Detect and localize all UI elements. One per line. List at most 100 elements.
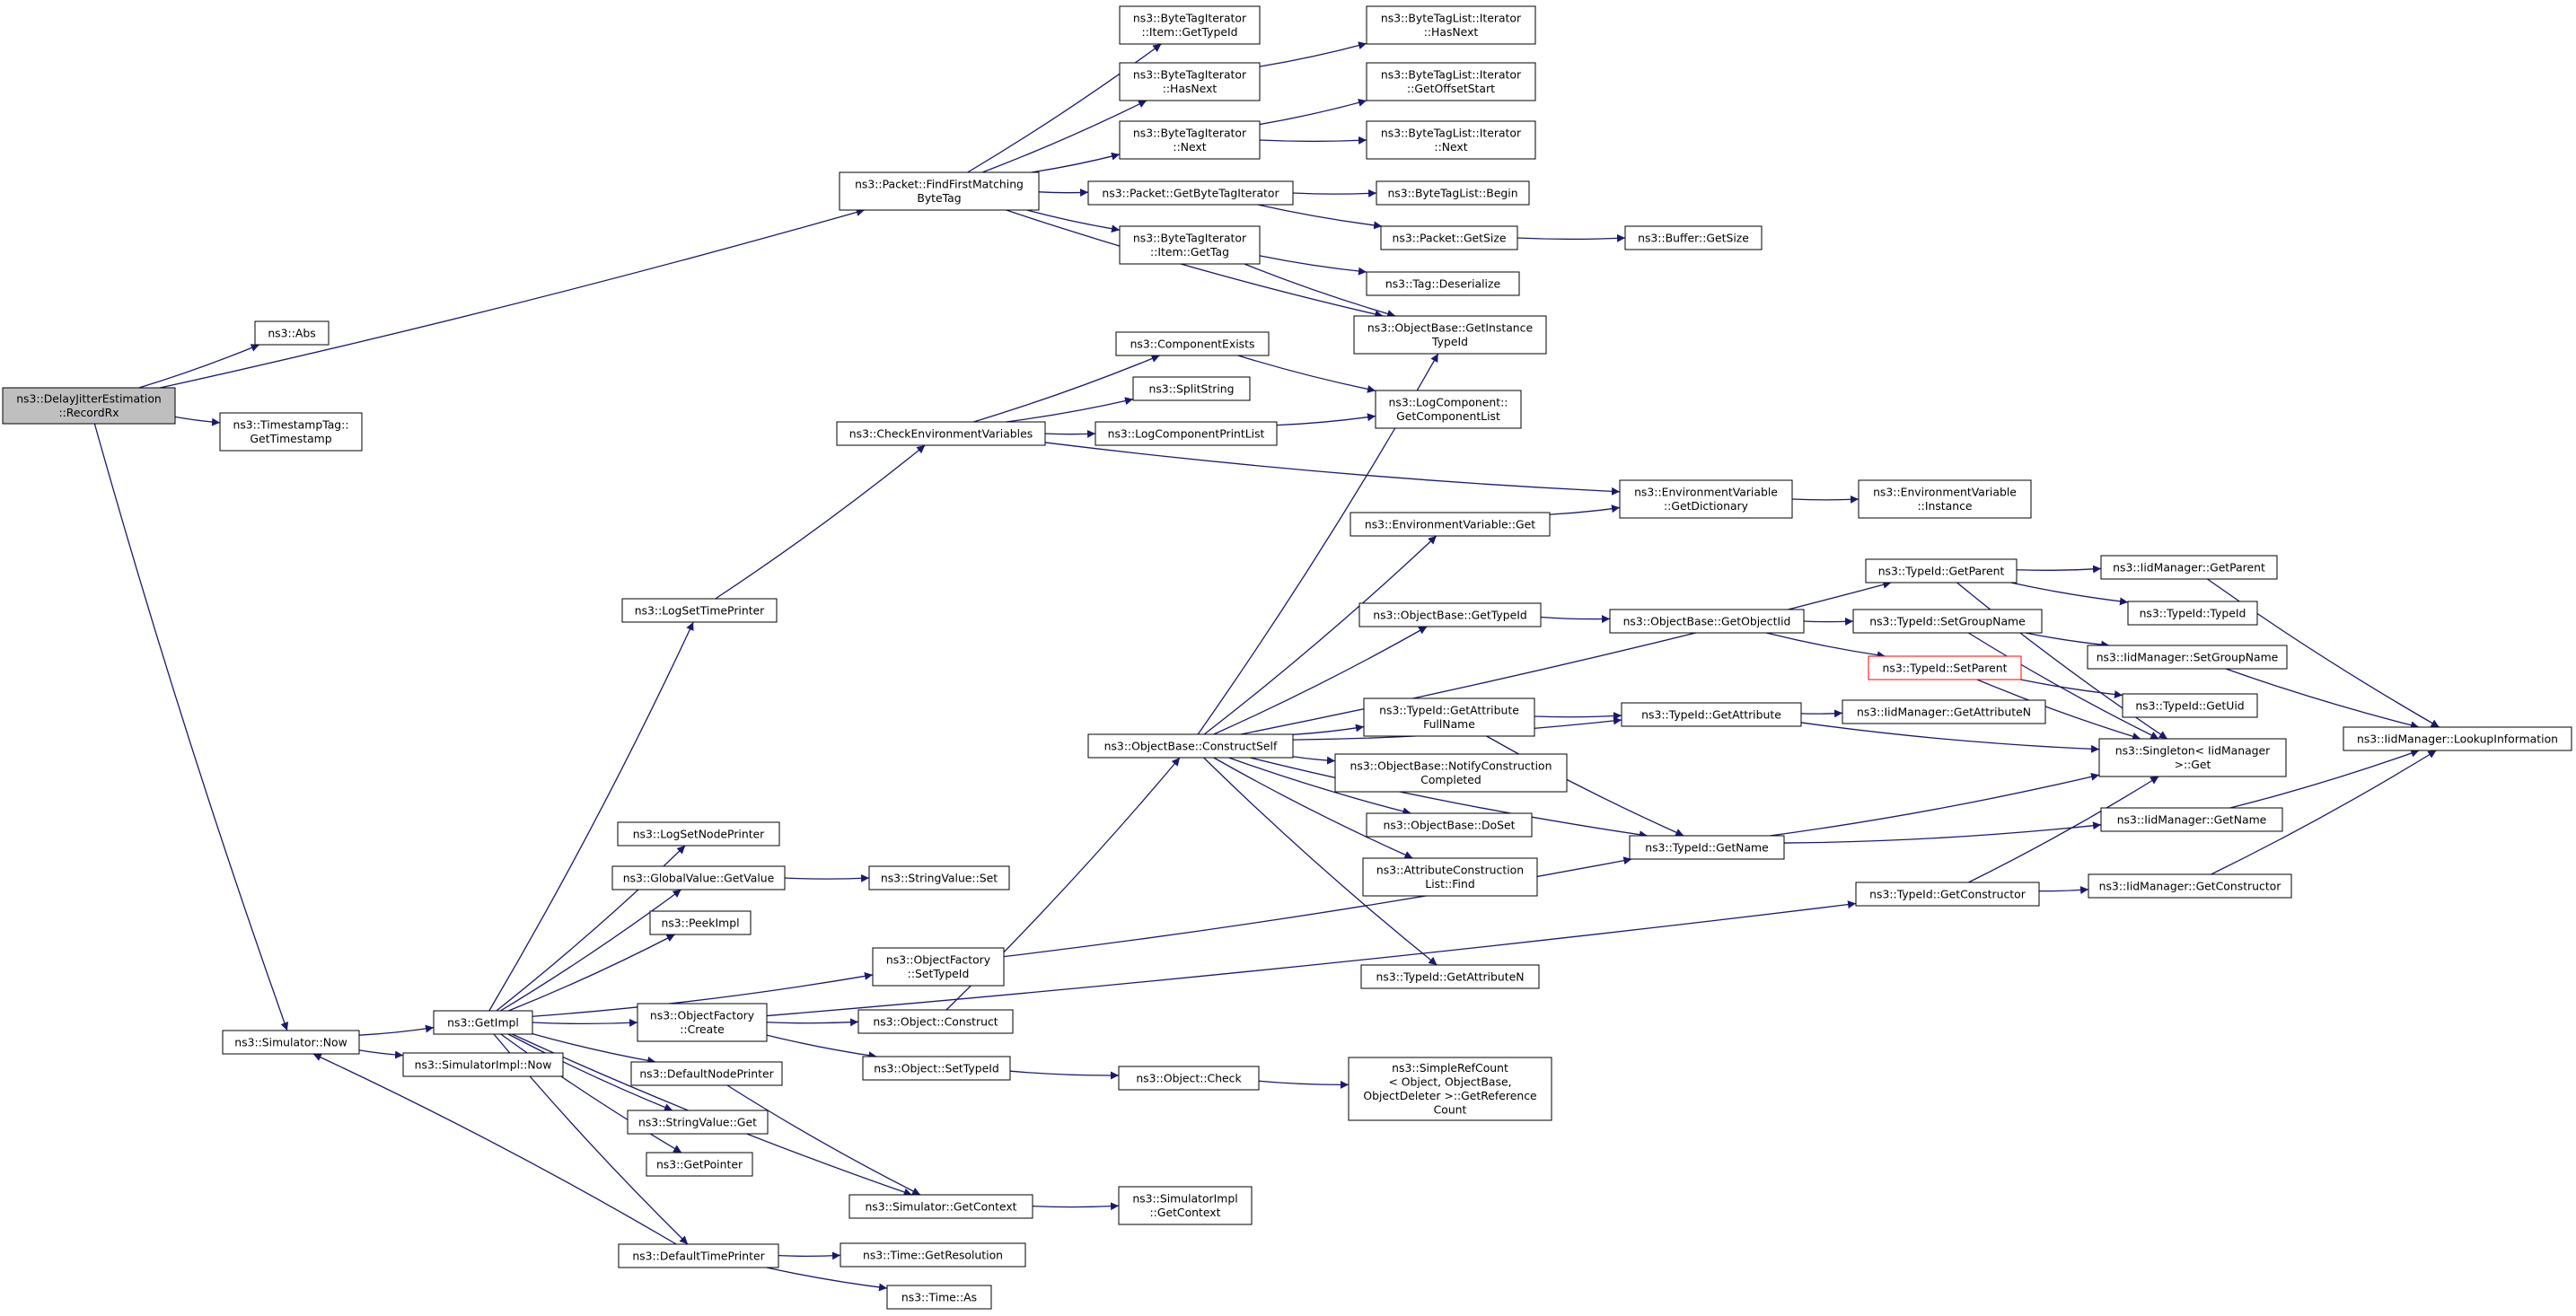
node-tid_getParent[interactable]: ns3::TypeId::GetParent [1865, 558, 2018, 583]
node-box [1095, 421, 1278, 446]
node-logSetNode[interactable]: ns3::LogSetNodePrinter [617, 821, 780, 847]
node-bti_getTag[interactable]: ns3::ByteTagIterator::Item::GetTag [1119, 225, 1261, 265]
node-btl_next[interactable]: ns3::ByteTagList::Iterator::Next [1366, 120, 1536, 160]
node-simImpl_getContext[interactable]: ns3::SimulatorImpl::GetContext [1118, 1186, 1253, 1225]
node-buf_getSize[interactable]: ns3::Buffer::GetSize [1624, 225, 1763, 250]
node-envGet[interactable]: ns3::EnvironmentVariable::Get [1350, 512, 1551, 537]
node-iid_getCtor[interactable]: ns3::IidManager::GetConstructor [2088, 873, 2292, 899]
node-logPrintList[interactable]: ns3::LogComponentPrintList [1095, 421, 1278, 446]
node-box [1132, 376, 1251, 401]
edge-ob_construct-to-ob_getTypeId [1213, 626, 1428, 735]
node-ob_getObjectIid[interactable]: ns3::ObjectBase::GetObjectIid [1609, 609, 1805, 634]
node-simpleRef[interactable]: ns3::SimpleRefCount< Object, ObjectBase,… [1348, 1057, 1552, 1121]
node-simImplNow[interactable]: ns3::SimulatorImpl::Now [402, 1052, 564, 1077]
node-getPointer[interactable]: ns3::GetPointer [646, 1152, 753, 1177]
node-now[interactable]: ns3::Simulator::Now [222, 1030, 360, 1055]
node-pkt_getSize[interactable]: ns3::Packet::GetSize [1380, 225, 1518, 250]
node-envGetDict[interactable]: ns3::EnvironmentVariable::GetDictionary [1619, 479, 1793, 519]
node-abs[interactable]: ns3::Abs [254, 320, 330, 346]
node-tsget[interactable]: ns3::TimestampTag::GetTimestamp [219, 412, 363, 452]
node-iid_setGroup[interactable]: ns3::IidManager::SetGroupName [2087, 645, 2288, 670]
node-box [1118, 1066, 1260, 1091]
node-label: ns3::TypeId::GetParent [1878, 564, 2005, 577]
node-tid_getUid[interactable]: ns3::TypeId::GetUid [2122, 693, 2258, 718]
node-bti_hasNext[interactable]: ns3::ByteTagIterator::HasNext [1119, 62, 1261, 101]
node-box [2127, 601, 2258, 626]
node-tid_getAttrN[interactable]: ns3::TypeId::GetAttributeN [1360, 964, 1540, 989]
node-tid_getCtor[interactable]: ns3::TypeId::GetConstructor [1855, 882, 2040, 907]
node-checkEnv[interactable]: ns3::CheckEnvironmentVariables [836, 421, 1046, 446]
node-logGetList[interactable]: ns3::LogComponent::GetComponentList [1375, 390, 1522, 429]
node-logSetTime[interactable]: ns3::LogSetTimePrinter [621, 598, 778, 623]
node-defTimePrinter[interactable]: ns3::DefaultTimePrinter [618, 1243, 779, 1268]
node-ob_notify[interactable]: ns3::ObjectBase::NotifyConstructionCompl… [1334, 753, 1568, 793]
edge-iid_getParent-to-iid_lookup [2206, 578, 2440, 728]
node-root[interactable]: ns3::DelayJitterEstimation::RecordRx [2, 387, 176, 425]
node-label: ns3::LogComponent:: [1389, 396, 1508, 409]
node-bti_getTypeId[interactable]: ns3::ByteTagIterator::Item::GetTypeId [1119, 5, 1261, 45]
node-tid_getName[interactable]: ns3::TypeId::GetName [1629, 835, 1785, 860]
node-btl_hasNext[interactable]: ns3::ByteTagList::Iterator::HasNext [1366, 5, 1536, 45]
node-tid_setParent[interactable]: ns3::TypeId::SetParent [1868, 655, 2022, 680]
edge-ob_construct-to-ob_notify [1292, 756, 1336, 765]
node-box [637, 1003, 768, 1042]
node-time_getRes[interactable]: ns3::Time::GetResolution [840, 1242, 1026, 1268]
edge-getImpl-to-gv_getValue [500, 889, 682, 1012]
node-iid_lookup[interactable]: ns3::IidManager::LookupInformation [2343, 726, 2572, 751]
node-tid_typeId[interactable]: ns3::TypeId::TypeId [2127, 601, 2258, 626]
node-bti_next[interactable]: ns3::ByteTagIterator::Next [1119, 120, 1261, 160]
edge-getImpl-to-defNodePrinter [532, 1032, 656, 1065]
node-iid_getParent[interactable]: ns3::IidManager::GetParent [2100, 555, 2278, 580]
node-box [1865, 558, 2018, 583]
node-iid_getName[interactable]: ns3::IidManager::GetName [2100, 807, 2283, 832]
node-iid_getAttrN[interactable]: ns3::IidManager::GetAttributeN [1842, 699, 2046, 724]
node-box [839, 171, 1040, 211]
edge-bti_getTag-to-ob_getInst [1244, 263, 1396, 318]
node-of_setTypeId[interactable]: ns3::ObjectFactory::SetTypeId [872, 947, 1005, 987]
node-label: ns3::Packet::FindFirstMatching [855, 178, 1024, 191]
node-peekImpl[interactable]: ns3::PeekImpl [649, 910, 752, 935]
node-getImpl[interactable]: ns3::GetImpl [433, 1010, 533, 1035]
node-box [848, 1194, 1033, 1219]
node-label: < Object, ObjectBase, [1388, 1075, 1511, 1089]
node-box [1366, 812, 1533, 838]
node-tid_setGroup[interactable]: ns3::TypeId::SetGroupName [1852, 609, 2043, 634]
node-getBTI[interactable]: ns3::Packet::GetByteTagIterator [1087, 180, 1294, 206]
node-compExists[interactable]: ns3::ComponentExists [1115, 331, 1270, 356]
node-obj_construct[interactable]: ns3::Object::Construct [857, 1009, 1014, 1034]
node-box [649, 910, 752, 935]
node-singleton[interactable]: ns3::Singleton< IidManager>::Get [2098, 738, 2287, 777]
node-box [222, 1030, 360, 1055]
node-obj_setTypeId[interactable]: ns3::Object::SetTypeId [862, 1056, 1011, 1081]
node-box [627, 1110, 769, 1135]
node-box [840, 1242, 1026, 1268]
node-btl_offset[interactable]: ns3::ByteTagList::Iterator::GetOffsetSta… [1366, 62, 1536, 101]
node-sv_get[interactable]: ns3::StringValue::Get [627, 1110, 769, 1135]
node-tid_getAttr[interactable]: ns3::TypeId::GetAttribute [1621, 702, 1802, 727]
node-envInstance[interactable]: ns3::EnvironmentVariable::Instance [1858, 479, 2032, 519]
node-tag_deser[interactable]: ns3::Tag::Deserialize [1366, 271, 1520, 296]
node-label: GetTimestamp [250, 432, 331, 445]
node-gv_getValue[interactable]: ns3::GlobalValue::GetValue [611, 865, 786, 890]
node-ob_doSet[interactable]: ns3::ObjectBase::DoSet [1366, 812, 1533, 838]
node-label: ns3::IidManager::GetName [2117, 812, 2267, 826]
node-time_as[interactable]: ns3::Time::As [886, 1285, 992, 1310]
node-label: ns3::PeekImpl [661, 916, 739, 929]
node-sim_getContext[interactable]: ns3::Simulator::GetContext [848, 1194, 1033, 1219]
node-defNodePrinter[interactable]: ns3::DefaultNodePrinter [630, 1061, 783, 1086]
node-sv_set[interactable]: ns3::StringValue::Set [868, 865, 1010, 890]
node-ob_construct[interactable]: ns3::ObjectBase::ConstructSelf [1087, 733, 1294, 759]
node-label: ObjectDeleter >::GetReference [1363, 1089, 1536, 1102]
node-obj_check[interactable]: ns3::Object::Check [1118, 1066, 1260, 1091]
node-ob_getTypeId[interactable]: ns3::ObjectBase::GetTypeId [1358, 602, 1542, 627]
node-box [611, 865, 786, 890]
edge-bti_next-to-btl_next [1259, 136, 1367, 145]
node-of_create[interactable]: ns3::ObjectFactory::Create [637, 1003, 768, 1042]
node-splitString[interactable]: ns3::SplitString [1132, 376, 1251, 401]
edge-findfirst-to-bti_getTypeId [967, 43, 1162, 173]
node-btl_begin[interactable]: ns3::ByteTagList::Begin [1376, 180, 1530, 206]
